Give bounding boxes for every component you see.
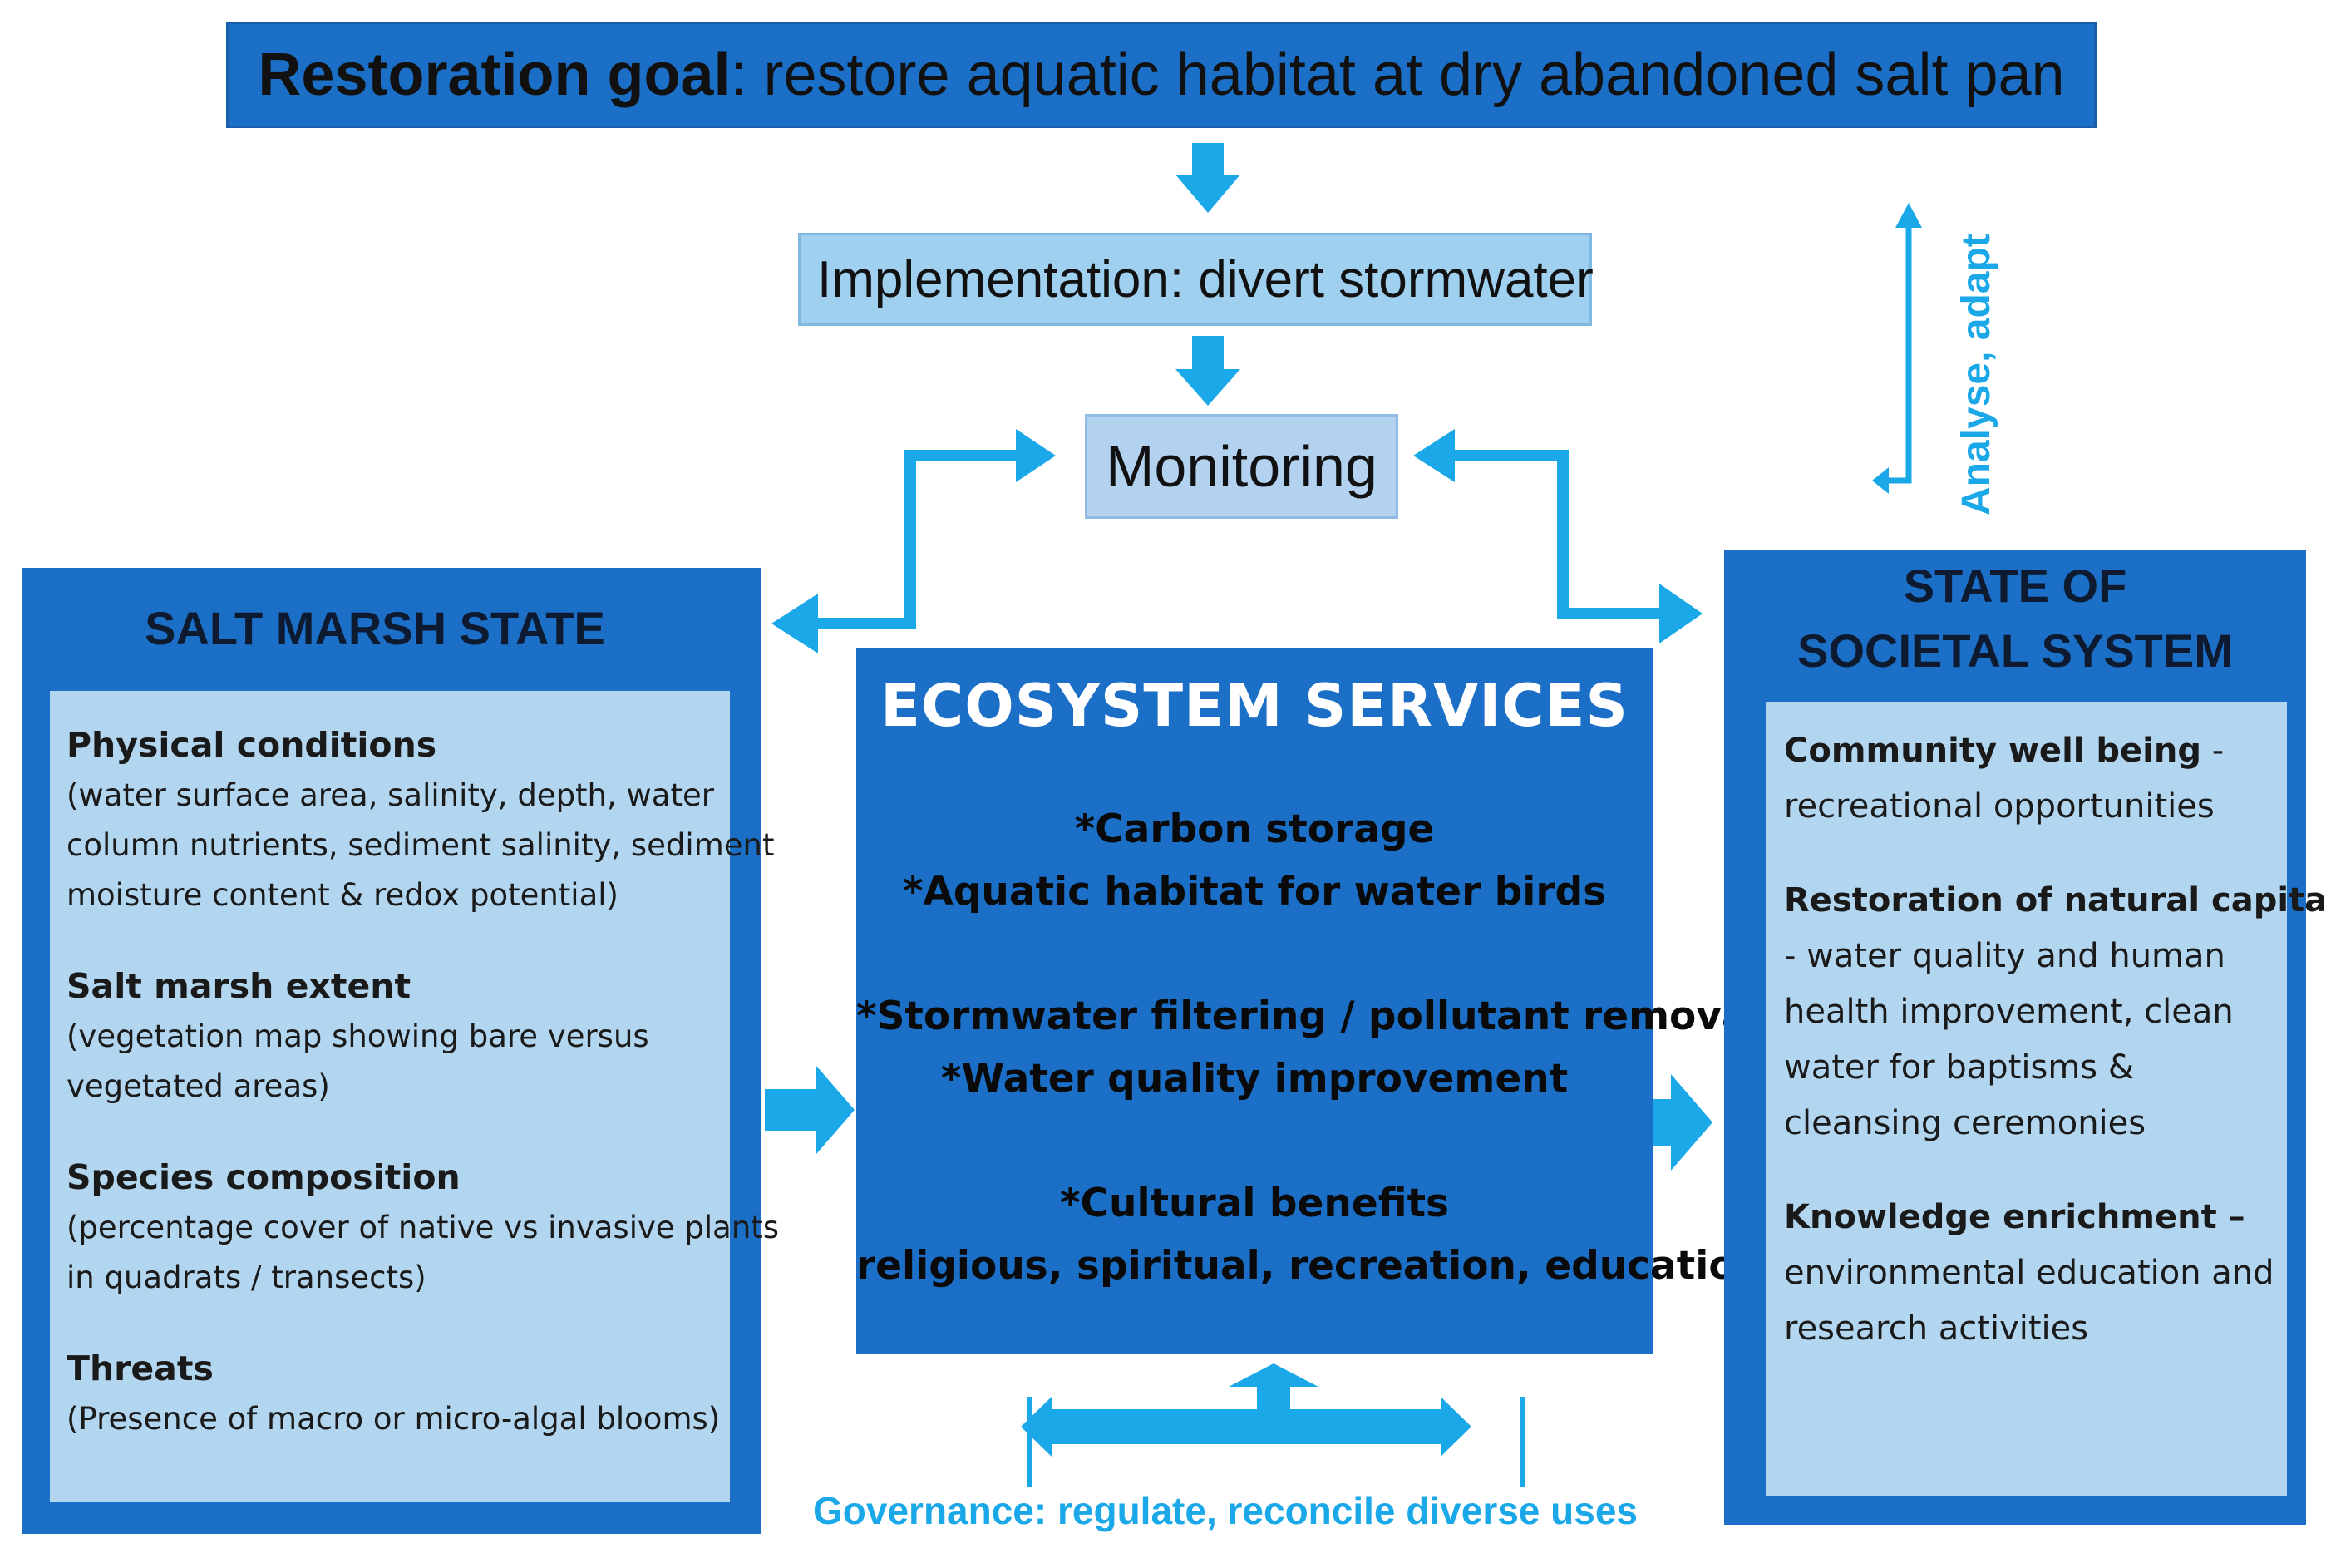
marsh-section-heading: Species composition <box>67 1157 461 1197</box>
right-arrow-eco-societal <box>1619 1074 1712 1171</box>
goal-bold-label: Restoration goal <box>258 42 731 108</box>
societal-section-line: environmental education and <box>1784 1254 2274 1292</box>
societal-section-line: recreational opportunities <box>1784 787 2215 826</box>
societal-section: Restoration of natural capital - water q… <box>1784 873 2326 1151</box>
societal-section-line: health improvement, clean <box>1784 993 2234 1031</box>
societal-section-heading: Restoration of natural capital <box>1784 881 2326 920</box>
marsh-section-line: (Presence of macro or micro-algal blooms… <box>67 1401 721 1437</box>
monitoring-box: Monitoring <box>1085 414 1398 519</box>
salt-marsh-details: Physical conditions (water surface area,… <box>50 691 780 1502</box>
analyse-adapt-label: Analyse, adapt <box>1954 234 1998 515</box>
marsh-section: Physical conditions (water surface area,… <box>67 719 775 920</box>
ecosystem-service-line: religious, spiritual, recreation, educat… <box>856 1243 1764 1289</box>
societal-section-line: - water quality and human <box>1784 937 2225 975</box>
ecosystem-service-line: *Carbon storage <box>1074 806 1435 852</box>
societal-section: Knowledge enrichment – environmental edu… <box>1784 1190 2279 1357</box>
ecosystem-service-line: *Cultural benefits <box>1059 1181 1450 1226</box>
ecosystem-service-line: *Aquatic habitat for water birds <box>902 869 1607 915</box>
implementation-text: Implementation: divert stormwater <box>817 250 1594 308</box>
right-elbow-arrow <box>1438 450 1671 619</box>
ecosystem-services-title: ECOSYSTEM SERVICES <box>880 672 1629 740</box>
monitoring-text: Monitoring <box>1106 434 1377 499</box>
societal-section-heading: Community well being <box>1784 732 2201 770</box>
marsh-section-heading: Physical conditions <box>67 725 437 765</box>
ecosystem-services-box: ECOSYSTEM SERVICES *Carbon storage *Aqua… <box>856 648 1764 1354</box>
societal-section-heading: Knowledge enrichment – <box>1784 1198 2245 1236</box>
marsh-section-heading: Salt marsh extent <box>67 966 411 1006</box>
salt-marsh-title: SALT MARSH STATE <box>145 602 605 654</box>
marsh-section-line: in quadrats / transects) <box>67 1260 426 1295</box>
down-arrow-goal-implementation <box>1175 143 1240 213</box>
marsh-section-line: (vegetation map showing bare versus <box>67 1018 649 1054</box>
governance-arrow <box>1021 1397 1525 1487</box>
societal-title-line: STATE OF <box>1903 560 2127 612</box>
governance-label: Governance: regulate, reconcile diverse … <box>813 1489 1639 1532</box>
restoration-goal-box: Restoration goal: restore aquatic habita… <box>226 22 2097 128</box>
left-elbow-arrow <box>798 450 1039 629</box>
societal-system-details: Community well being - recreational oppo… <box>1766 702 2326 1496</box>
ecosystem-service-line: *Water quality improvement <box>940 1056 1569 1102</box>
marsh-section: Species composition (percentage cover of… <box>67 1151 780 1303</box>
societal-heading-suffix: - <box>2201 732 2225 770</box>
societal-section: Community well being - recreational oppo… <box>1784 723 2279 835</box>
marsh-section-line: column nutrients, sediment salinity, sed… <box>67 827 775 863</box>
goal-text: : restore aquatic habitat at dry abandon… <box>730 42 2065 108</box>
marsh-section-line: vegetated areas) <box>67 1068 330 1104</box>
implementation-box: Implementation: divert stormwater <box>798 233 1594 326</box>
ecosystem-service-line: *Stormwater filtering / pollutant remova… <box>856 994 1762 1039</box>
societal-section-line: water for baptisms & <box>1784 1048 2135 1087</box>
marsh-section-heading: Threats <box>67 1349 214 1388</box>
governance-up-arrow <box>1229 1363 1318 1418</box>
salt-marsh-box: SALT MARSH STATE Physical conditions (wa… <box>22 568 780 1534</box>
societal-system-box: STATE OF SOCIETAL SYSTEM Community well … <box>1724 550 2326 1525</box>
down-arrow-implementation-monitoring <box>1175 336 1240 406</box>
marsh-section-line: (water surface area, salinity, depth, wa… <box>67 777 714 813</box>
societal-title-line: SOCIETAL SYSTEM <box>1797 624 2233 677</box>
right-arrow-marsh-eco <box>765 1066 855 1154</box>
marsh-section-line: moisture content & redox potential) <box>67 877 618 913</box>
marsh-section-line: (percentage cover of native vs invasive … <box>67 1210 780 1245</box>
marsh-section: Threats (Presence of macro or micro-alga… <box>67 1343 721 1444</box>
societal-section-line: research activities <box>1784 1309 2089 1348</box>
analyse-adapt-arrow <box>1880 226 1912 484</box>
societal-system-title: STATE OF SOCIETAL SYSTEM <box>1724 550 2306 683</box>
marsh-section: Salt marsh extent (vegetation map showin… <box>67 960 715 1112</box>
societal-section-line: cleansing ceremonies <box>1784 1104 2146 1142</box>
